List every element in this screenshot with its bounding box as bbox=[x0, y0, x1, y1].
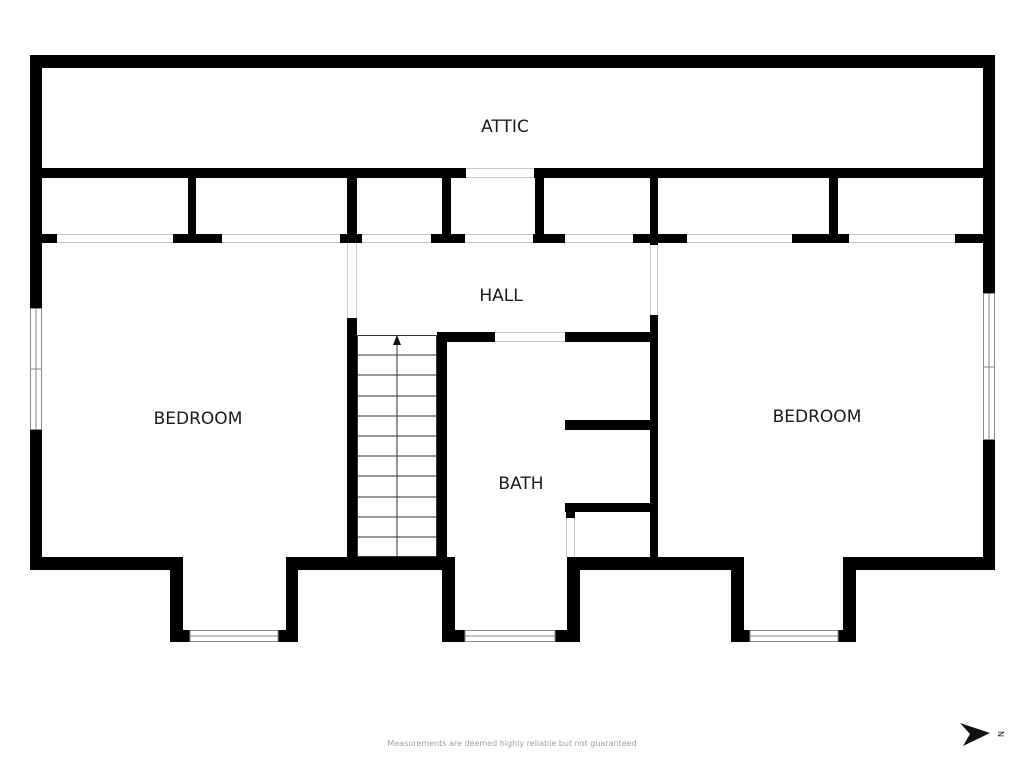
attic-label: ATTIC bbox=[481, 117, 529, 137]
wall-bottom-4 bbox=[843, 557, 995, 570]
closet-front-wall-1 bbox=[30, 234, 57, 243]
closet-divider-6 bbox=[829, 178, 838, 240]
closet-divider-2 bbox=[347, 178, 357, 243]
closet-front-wall-5 bbox=[533, 234, 565, 243]
bath-north-wall-left bbox=[437, 332, 495, 342]
staircase bbox=[357, 335, 437, 557]
walls bbox=[30, 55, 995, 642]
compass: N bbox=[960, 723, 1005, 746]
closet-divider-3 bbox=[442, 178, 451, 240]
attic-opening bbox=[466, 168, 534, 178]
bath-closet-jamb bbox=[566, 503, 575, 518]
bath-closet-wall-lower bbox=[565, 503, 650, 512]
right-bedroom-west-wall bbox=[650, 315, 658, 560]
north-arrow-icon bbox=[960, 723, 990, 746]
closet-front-wall-8 bbox=[955, 234, 995, 243]
windows bbox=[30, 293, 995, 642]
right-bedroom-label: BEDROOM bbox=[773, 407, 862, 427]
stair-direction-arrow-icon bbox=[393, 335, 401, 345]
hall-label: HALL bbox=[479, 286, 523, 306]
attic-wall-left-segment bbox=[30, 168, 466, 178]
bath-bay-east-wall bbox=[567, 557, 580, 642]
right-bay-west-wall bbox=[731, 557, 744, 642]
right-bay-east-wall bbox=[843, 557, 856, 642]
wall-bottom-3 bbox=[567, 557, 744, 570]
bath-north-wall-right bbox=[565, 332, 650, 342]
left-bay-east-wall bbox=[286, 557, 298, 642]
bath-bay-west-wall bbox=[442, 557, 455, 642]
attic-wall-right-segment bbox=[534, 168, 995, 178]
disclaimer-text: Measurements are deemed highly reliable … bbox=[387, 739, 636, 748]
closet-front-wall-6 bbox=[633, 234, 687, 243]
wall-bottom-1 bbox=[30, 557, 183, 570]
closet-divider-1 bbox=[188, 178, 196, 238]
room-labels: ATTIC HALL BEDROOM BEDROOM BATH bbox=[154, 117, 862, 494]
closet-front-wall-3 bbox=[340, 234, 362, 243]
left-bedroom-east-wall bbox=[347, 318, 357, 560]
wall-top bbox=[30, 55, 995, 68]
closet-front-wall-2 bbox=[173, 234, 222, 243]
closet-divider-5 bbox=[650, 178, 658, 245]
wall-bottom-2 bbox=[286, 557, 455, 570]
bath-label: BATH bbox=[498, 474, 543, 494]
closet-front-wall-7 bbox=[792, 234, 849, 243]
openings bbox=[57, 168, 955, 557]
left-bedroom-label: BEDROOM bbox=[154, 409, 243, 429]
compass-north-label: N bbox=[996, 731, 1005, 737]
bath-west-wall bbox=[437, 332, 447, 560]
left-bay-west-wall bbox=[170, 557, 183, 642]
closet-front-wall-4 bbox=[431, 234, 465, 243]
closet-divider-4 bbox=[535, 178, 544, 240]
bath-closet-wall-upper bbox=[565, 420, 650, 430]
